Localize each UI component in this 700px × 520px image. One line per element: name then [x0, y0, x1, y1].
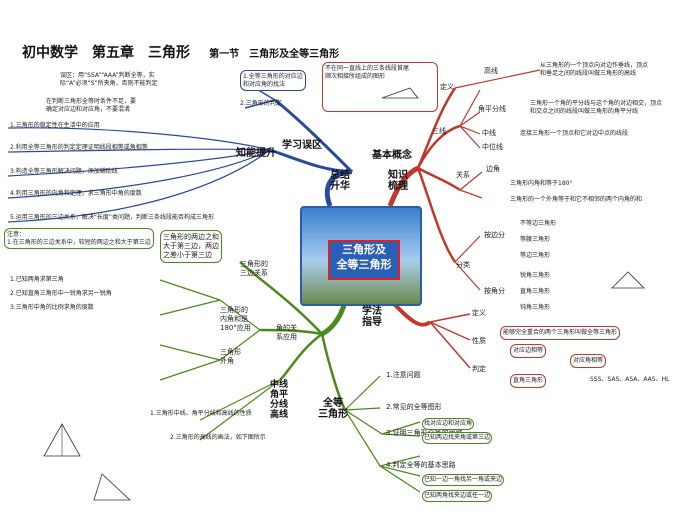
branch-knowledge [387, 165, 420, 207]
concept-by-angle: 按角分 [484, 287, 505, 295]
misconception-item-1: 1.全等三角形的对应边 和对应角的找法 [240, 70, 306, 91]
method-note-1: 1.已知两角求第三角 [10, 276, 64, 283]
triangle-icon [381, 87, 419, 99]
hub-median-lines[interactable]: 中线 角平 分线 高线 [270, 380, 289, 420]
method-three-side-text: 三角形的两边之和 大于第三边，两边 之差小于第三边 [160, 230, 222, 263]
method-ext-angle: 三角形 外角 [220, 348, 241, 365]
concept-sides: 边角 [486, 165, 500, 173]
misconception-note-1: 误区：用“SSA”“AAA”判断全等，实 际“A”必须“S”所夹角，否则不能判定 [60, 72, 158, 87]
branch-ability [269, 148, 353, 174]
congruent-method-2: 2.常见的全等图形 [386, 403, 442, 411]
congruent-definition: 定义 [472, 309, 486, 317]
congruent-method-1: 1.注意问题 [386, 371, 421, 379]
ability-item-5: 5.运用三角形的三边关系，解决“长度”类问题，判断三条线段能否构成三角形 [10, 214, 214, 221]
branch-misconception [274, 98, 354, 174]
congruent-property: 性质 [472, 337, 486, 345]
median-item-1: 1.三角形中线、角平分线和高线的性质 [150, 410, 252, 417]
center-title: 三角形及 全等三角形 [328, 240, 400, 280]
angle-class-2: 直角三角形 [520, 288, 551, 295]
congruent-note-3: 已知一边一角找另一角或夹边 [422, 474, 505, 486]
ability-item-3: 3.构造全等三角形解决问题，添加辅助线 [10, 168, 118, 175]
triangle-icon [611, 271, 645, 289]
congruent-definition-text: 能够完全重合的两个三角形叫做全等三角形 [500, 326, 621, 340]
section-title: 第一节 三角形及全等三角形 [209, 49, 340, 60]
concept-median-text: 连接三角形一个顶点和它对边中点的线段 [520, 130, 629, 137]
ability-item-4: 4.利用三角形的内角和定理，求三角形中角的度数 [10, 190, 142, 197]
center-node[interactable]: 三角形及 全等三角形 [300, 206, 422, 306]
page-title: 初中数学 第五章 三角形 [22, 45, 190, 61]
triangle-icon [93, 473, 132, 501]
misconception-item-2: 2.三角形的判定 [240, 100, 282, 107]
side-class-2: 等腰三角形 [520, 236, 551, 243]
congruent-note-1: 找对应边和对应角 [422, 418, 475, 430]
hub-knowledge[interactable]: 知识 梳理 [388, 170, 408, 192]
concept-height-text: 从三角形的一个顶点向对边作垂线，顶点 和垂足之间的线段叫做三角形的高线 [540, 62, 649, 77]
hub-congruent[interactable]: 全等 三角形 [318, 398, 348, 420]
congruent-note-2: 已知两边找夹角或第三边 [422, 432, 493, 444]
hub-summary[interactable]: 总结 升华 [330, 170, 350, 192]
concept-elements: 三线 [432, 127, 446, 135]
method-angle-sum: 三角形的 内角和是 180°应用 [220, 306, 251, 332]
hub-basic-concept[interactable]: 基本概念 [372, 150, 412, 161]
method-angle-relation: 角的关 系应用 [276, 324, 297, 341]
concept-ext-text: 三角形的一个外角等于和它不相邻的两个内角的和 [510, 196, 643, 203]
property-item-2: 对应角相等 [570, 354, 607, 368]
concept-definition-text: 不在同一直线上的三条线段首尾 顺次相接所组成的图形 [322, 62, 438, 112]
hub-ability[interactable]: 知能提升 [236, 148, 276, 159]
concept-angle-text: 三角形内角和等于180° [510, 180, 573, 187]
concept-median: 中线 [482, 129, 496, 137]
ability-item-1: 1.三角形的稳定性在生活中的应用 [10, 122, 100, 129]
angle-class-1: 锐角三角形 [520, 272, 551, 279]
congruent-judge: 判定 [472, 365, 486, 373]
method-tips: 注意： 1.在三角形的三边关系中，较短的两边之和大于第三边 [4, 228, 154, 249]
concept-bisector-text: 三角形一个角的平分线与这个角的对边相交，顶点 和交点之间的线段叫做三角形的角平分… [530, 100, 663, 115]
ability-item-2: 2.利用全等三角形的判定定理证明线段相等或角相等 [10, 144, 148, 151]
misconception-note-2: 在判断三角形全等时条件不足，要 确定对应边和对应角，不要混淆 [46, 98, 137, 113]
header: 初中数学 第五章 三角形 第一节 三角形及全等三角形 [22, 42, 339, 62]
property-item-1: 对应边相等 [510, 344, 547, 358]
triangle-icon [43, 423, 81, 457]
congruent-note-4: 已知两角找夹边或任一边 [422, 490, 493, 502]
method-note-3: 3.三角形中角的比例求角的度数 [10, 304, 94, 311]
hub-misconception[interactable]: 学习误区 [282, 140, 322, 151]
congruent-method-4: 4.判定全等的基本思路 [386, 461, 456, 469]
angle-class-3: 钝角三角形 [520, 304, 551, 311]
concept-height: 高线 [484, 67, 498, 75]
method-note-2: 2.已知直角三角形中一锐角求另一锐角 [10, 290, 112, 297]
side-class-1: 不等边三角形 [520, 220, 557, 227]
concept-bisector: 角平分线 [478, 105, 506, 113]
concept-by-side: 按边分 [484, 231, 505, 239]
branch-method [320, 301, 348, 337]
method-three-side: 三角形的 三边关系 [240, 260, 268, 277]
judge-item-1: SSS、SAS、ASA、AAS、HL [590, 376, 670, 383]
hub-method[interactable]: 学法 指导 [362, 306, 382, 328]
concept-relation: 关系 [456, 171, 470, 179]
congruent-rt: 直角三角形 [510, 374, 547, 388]
side-class-3: 等边三角形 [520, 252, 551, 259]
concept-midline: 中位线 [482, 143, 503, 151]
concept-classify: 分类 [456, 261, 470, 269]
median-item-2: 2.三角形的高线的画法，如下图所示 [170, 434, 266, 441]
concept-definition: 定义 [440, 83, 454, 91]
